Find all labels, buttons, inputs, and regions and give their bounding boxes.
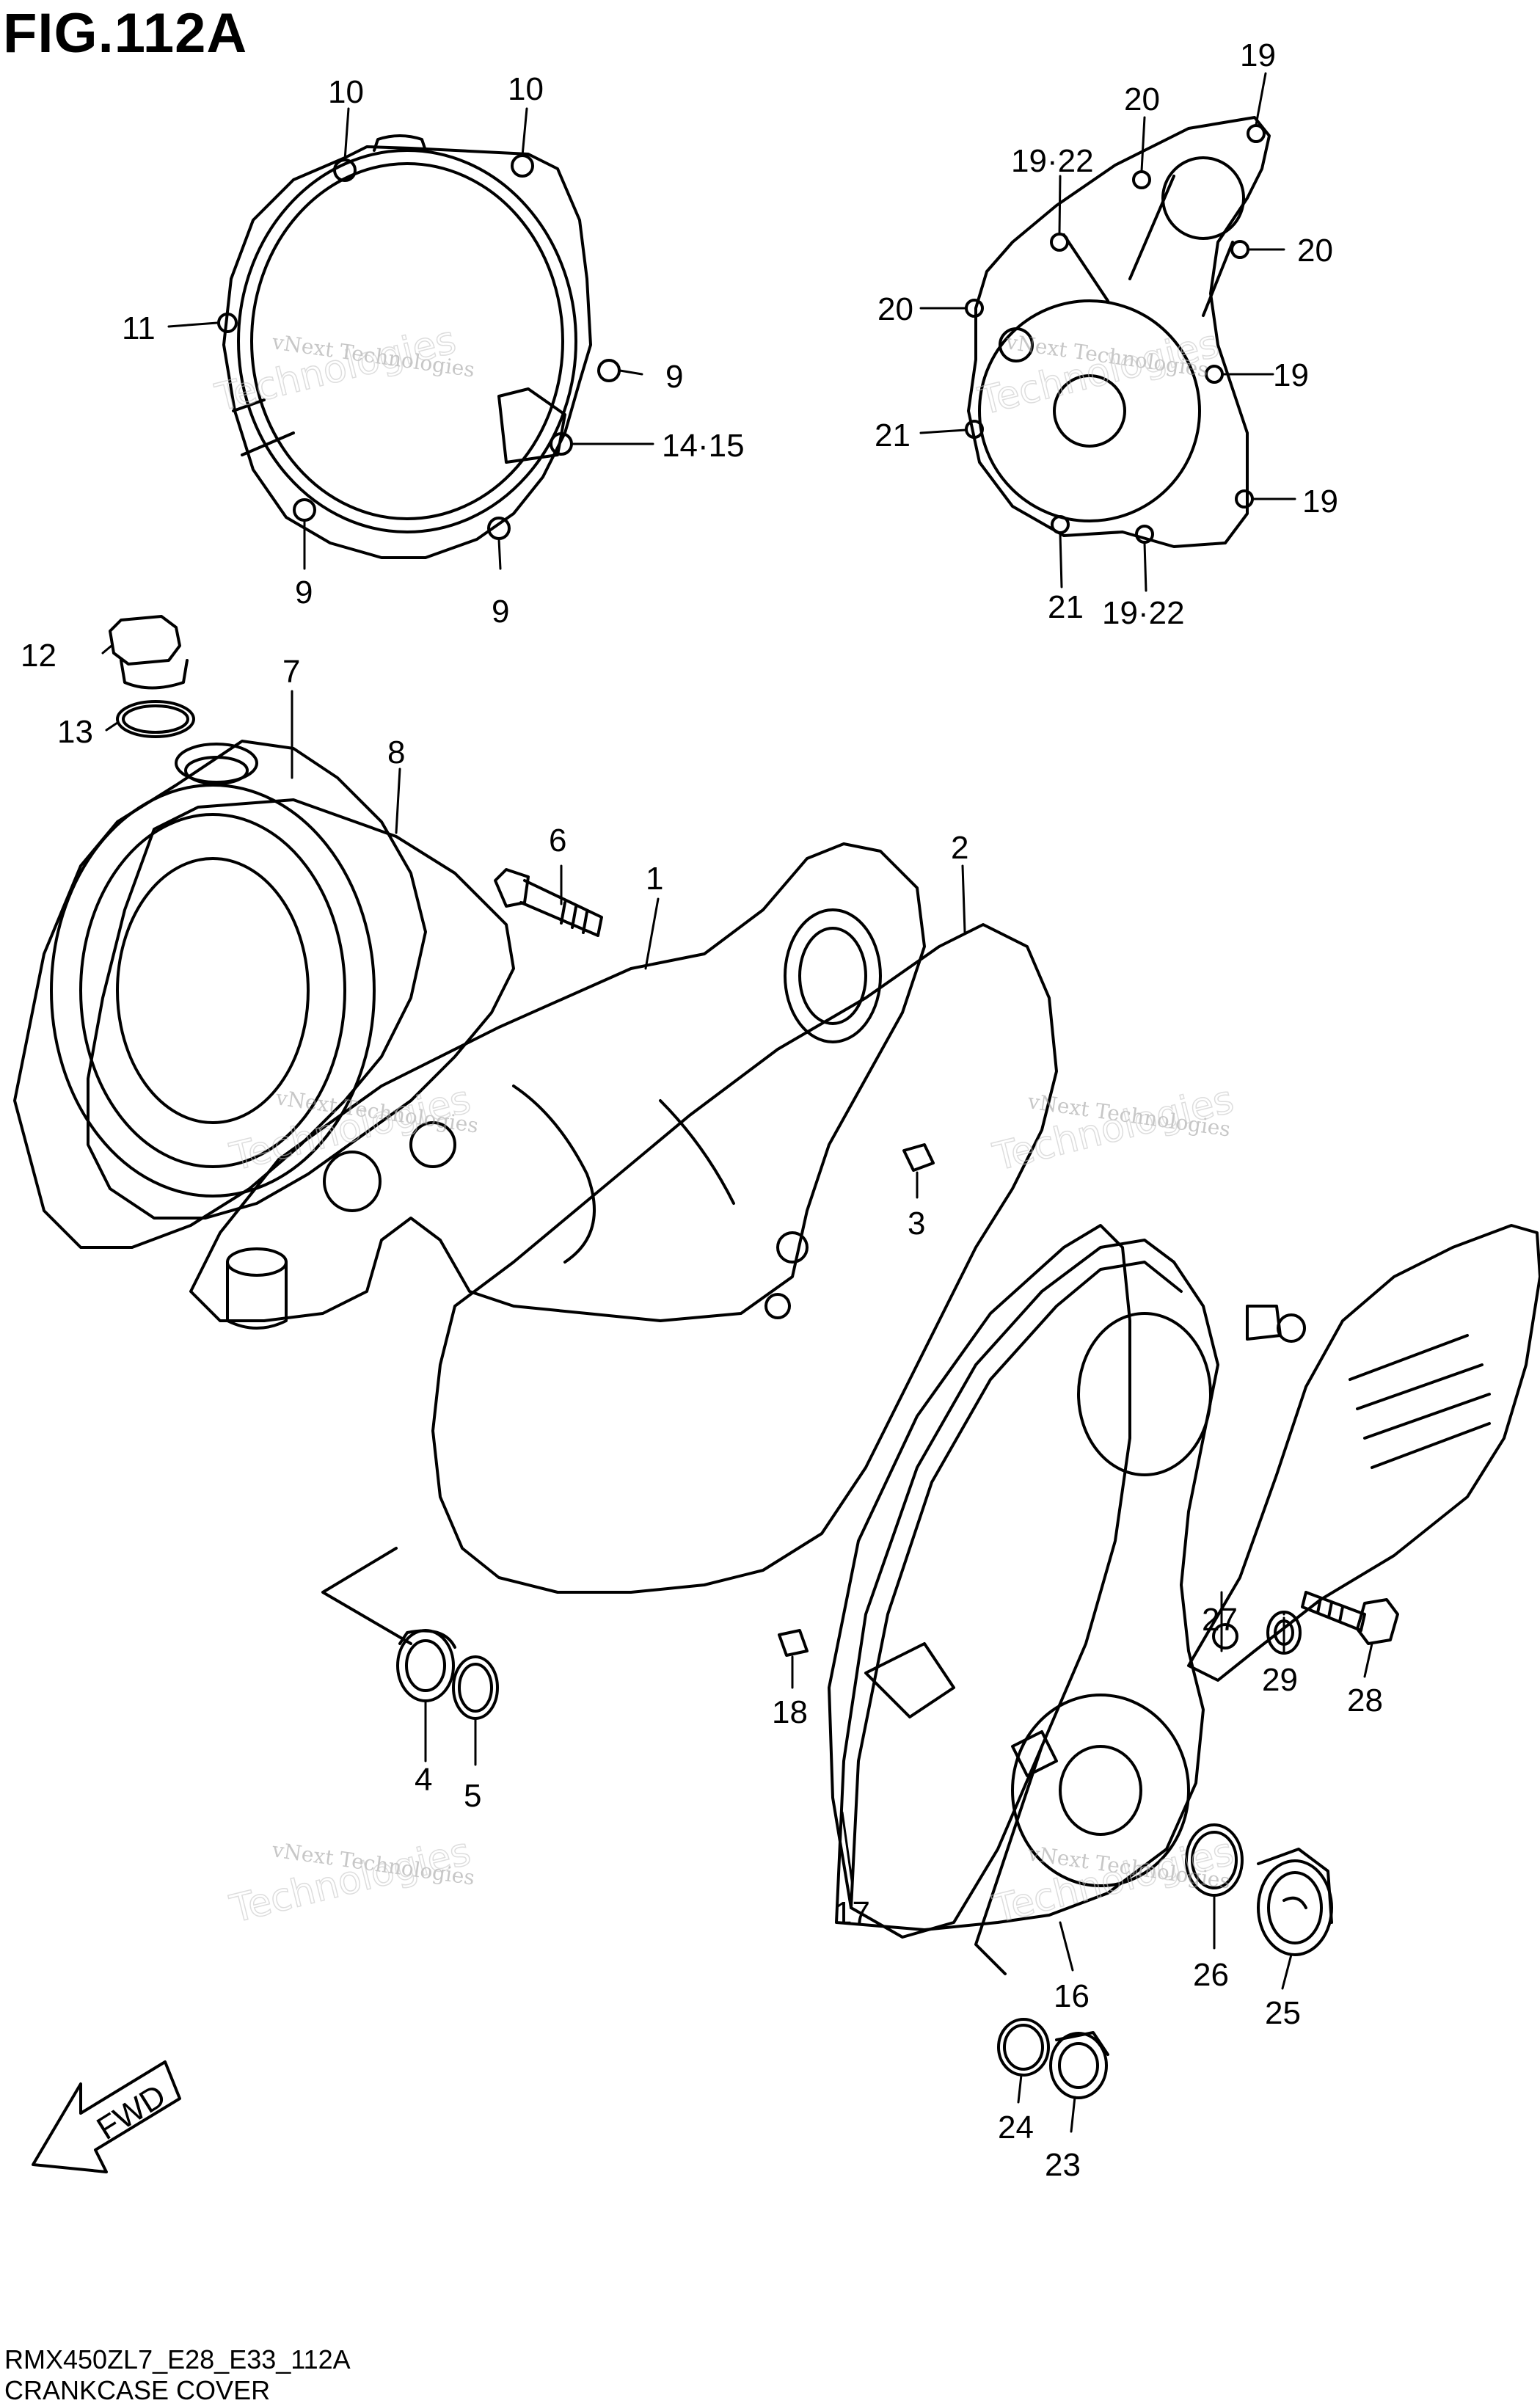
oil-filler-cap: [109, 615, 195, 738]
callout-29: 29: [1262, 1662, 1298, 1698]
callout-19: 19: [1240, 37, 1276, 73]
bolt-28: [1301, 1591, 1399, 1645]
callout-16: 16: [1054, 1978, 1090, 2014]
callout-2: 2: [951, 830, 968, 866]
callout-20: 20: [1124, 81, 1160, 117]
callout-23: 23: [1045, 2147, 1081, 2183]
clutch-cover-outline: [217, 134, 621, 559]
callout-13: 13: [57, 714, 93, 750]
callout-6: 6: [549, 823, 566, 858]
sprocket-cover-27: [1187, 1224, 1540, 1682]
callout-10: 10: [508, 71, 544, 107]
callout-4: 4: [415, 1762, 432, 1798]
leader-bracket-left: [321, 1547, 412, 1645]
watermarks: vNext Technologies Technologies vNext Te…: [211, 318, 1238, 1933]
fwd-label: FWD: [91, 2077, 172, 2147]
dowel-pin-3: [902, 1143, 935, 1172]
figure-name: CRANKCASE COVER: [4, 2375, 271, 2405]
plug-23: [1049, 2031, 1109, 2099]
leader-lines: [101, 72, 1373, 2133]
callout-20: 20: [1297, 233, 1333, 269]
clutch-cover-body: [13, 740, 427, 1249]
dowel-pin-18: [778, 1629, 809, 1657]
crankcase-cover-body: [189, 842, 926, 1330]
magneto-cover-gasket: [828, 1224, 1131, 1939]
figure-title: FIG.112A: [3, 2, 248, 65]
watermark-text: Technologies: [989, 1830, 1238, 1932]
o-ring-24: [997, 2018, 1050, 2077]
watermark-text: Technologies: [989, 1078, 1238, 1180]
callout-10: 10: [328, 74, 364, 110]
callout-labels: 10 10 11 9 14·15 9 9 19 20 19·22 20 20 1…: [21, 37, 1383, 2183]
callout-12: 12: [21, 638, 56, 674]
figure-code: RMX450ZL7_E28_E33_112A: [4, 2344, 351, 2374]
callout-11: 11: [122, 310, 156, 346]
callout-25: 25: [1265, 1995, 1301, 2031]
callout-20: 20: [877, 291, 913, 327]
fwd-arrow-icon: [32, 2060, 181, 2173]
magneto-cover-outline: [965, 116, 1271, 548]
callout-21: 21: [1048, 589, 1084, 625]
bolt-6: [494, 868, 603, 937]
circlip-5: [452, 1655, 499, 1720]
callout-19-22: 19·22: [1102, 595, 1185, 631]
callout-9: 9: [295, 575, 313, 610]
callout-7: 7: [282, 654, 300, 690]
callout-19-22: 19·22: [1011, 143, 1094, 179]
callout-28: 28: [1347, 1683, 1383, 1718]
callout-17: 17: [834, 1895, 870, 1931]
leader-bracket-right: [974, 1745, 1043, 1975]
callout-5: 5: [464, 1778, 481, 1814]
callout-19: 19: [1302, 484, 1338, 520]
callout-9: 9: [665, 359, 683, 395]
plug-25: [1257, 1848, 1333, 1956]
callout-24: 24: [998, 2110, 1034, 2146]
callout-18: 18: [772, 1694, 808, 1730]
callout-19: 19: [1273, 357, 1309, 393]
callout-27: 27: [1202, 1602, 1238, 1638]
callout-1: 1: [646, 861, 663, 897]
watermark-text: Technologies: [211, 318, 461, 420]
crankcase-gasket: [431, 923, 1058, 1594]
magneto-cover-body: [835, 1239, 1219, 1931]
callout-21: 21: [875, 418, 911, 453]
watermark-text: Technologies: [226, 1830, 475, 1932]
callout-26: 26: [1193, 1957, 1229, 1993]
clutch-cover-gasket: [87, 798, 515, 1220]
callout-3: 3: [908, 1206, 925, 1242]
callout-9: 9: [492, 594, 509, 630]
callout-14-15: 14·15: [662, 428, 745, 464]
callout-8: 8: [387, 734, 405, 770]
